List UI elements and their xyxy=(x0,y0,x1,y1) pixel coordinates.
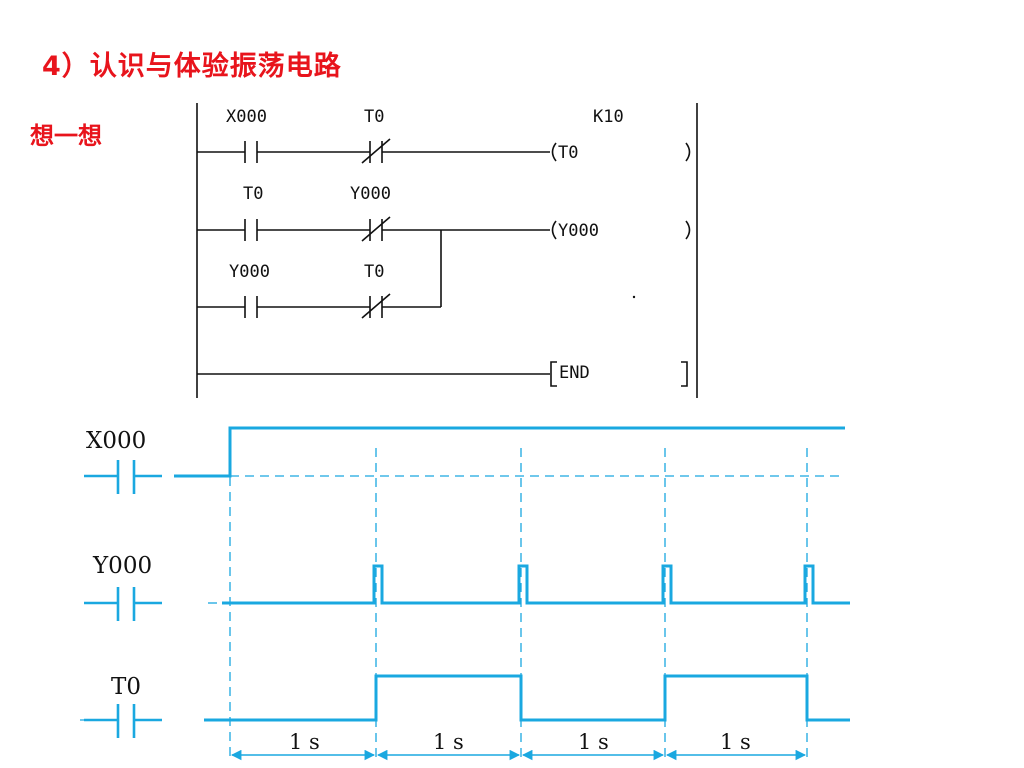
x000-waveform xyxy=(174,426,845,478)
duration-label-1: 1 s xyxy=(289,730,320,754)
t0-signal-label: T0 xyxy=(111,674,141,700)
timer-setting-label: K10 xyxy=(593,107,624,127)
rung2-coil-label: Y000 xyxy=(558,221,599,241)
duration-label-3: 1 s xyxy=(578,730,609,754)
slide-title: 4）认识与体验振荡电路 xyxy=(42,51,342,82)
y000-waveform xyxy=(222,564,850,605)
rung3-contact-label: Y000 xyxy=(229,262,270,282)
rung1-contact-label: X000 xyxy=(226,107,267,127)
rung2-nc-label: Y000 xyxy=(350,184,391,204)
rung2-contact-label: T0 xyxy=(243,184,263,204)
rung1-coil-label: T0 xyxy=(558,143,578,163)
rung1-nc-label: T0 xyxy=(364,107,384,127)
t0-waveform xyxy=(204,674,850,722)
duration-label-2: 1 s xyxy=(433,730,464,754)
end-instruction-label: END xyxy=(559,363,590,383)
rung3-nc-label: T0 xyxy=(364,262,384,282)
slide-subtitle: 想一想 xyxy=(30,122,102,150)
x000-signal-label: X000 xyxy=(86,428,146,454)
y000-signal-label: Y000 xyxy=(92,553,152,579)
duration-label-4: 1 s xyxy=(720,730,751,754)
